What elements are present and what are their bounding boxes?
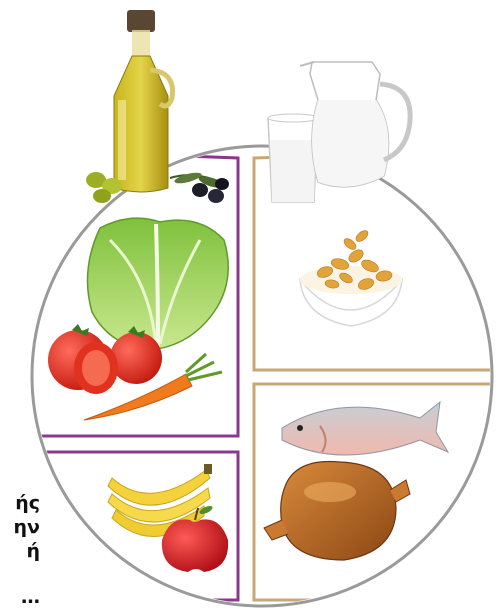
side-text-line-4: … <box>0 586 40 608</box>
milk-jug-icon <box>300 62 410 187</box>
side-text-line-3: ή <box>0 540 40 562</box>
side-text-line-2: ην <box>0 516 40 538</box>
oil-bottle-icon <box>114 10 173 192</box>
side-text-line-1: ής <box>0 492 40 514</box>
milk-glass-icon <box>268 114 318 202</box>
